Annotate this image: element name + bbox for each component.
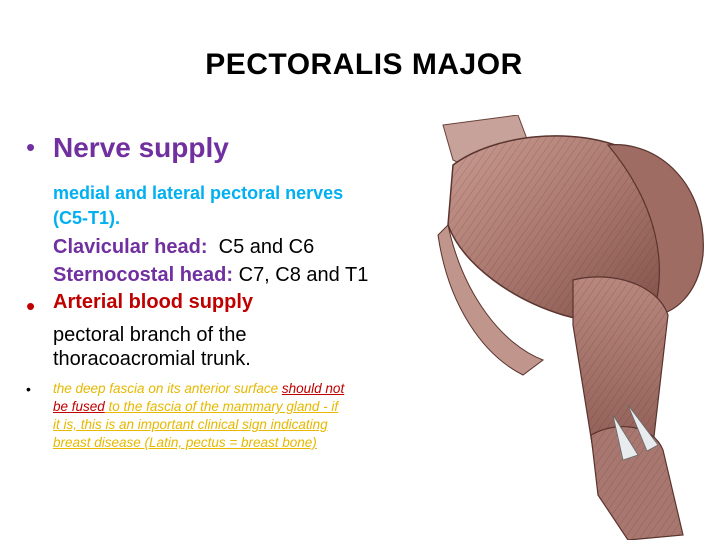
fascia-text: the deep fascia on its anterior surface [53, 381, 282, 396]
clavicular-head-line: Clavicular head: C5 and C6 [53, 236, 314, 259]
pectoralis-muscle-illustration [437, 115, 704, 540]
sternocostal-head-label: Sternocostal head [53, 264, 227, 286]
bullet-icon: • [26, 381, 31, 397]
clavicular-head-label: Clavicular head [53, 236, 201, 258]
nerve-supply-heading: Nerve supply [53, 132, 229, 163]
fascia-line-1: the deep fascia on its anterior surface … [53, 380, 425, 398]
fascia-line-3: it is, this is an important clinical sig… [53, 417, 328, 432]
sternocostal-head-value: C7, C8 and T1 [233, 264, 369, 286]
bullet-icon: • [26, 132, 36, 162]
fascia-emphasis: should not [281, 381, 345, 396]
sternocostal-head-line: Sternocostal head: C7, C8 and T1 [53, 264, 368, 287]
fascia-note: the deep fascia on its anterior surface … [53, 380, 425, 452]
fascia-line-2: be fused to the fascia of the mammary gl… [53, 398, 425, 416]
arterial-supply-heading: Arterial blood supply [53, 291, 254, 313]
arterial-line-2: thoracoacromial trunk. [53, 348, 251, 370]
nerves-line-1: medial and lateral pectoral nerves [53, 183, 344, 203]
slide-title: PECTORALIS MAJOR [205, 48, 523, 81]
fascia-line-4: breast disease (Latin, pectus = breast b… [53, 435, 317, 450]
arterial-line-1: pectoral branch of the [53, 324, 247, 346]
bullet-icon: • [26, 291, 36, 321]
clavicular-head-value: C5 and C6 [207, 236, 315, 258]
sternocostal-colon: : [226, 264, 234, 286]
clavicular-colon: : [200, 236, 208, 258]
nerves-line-2: (C5-T1). [53, 208, 120, 228]
fascia-emphasis: be fused [53, 399, 105, 414]
fascia-text: to the fascia of the mammary gland - if [104, 399, 339, 414]
